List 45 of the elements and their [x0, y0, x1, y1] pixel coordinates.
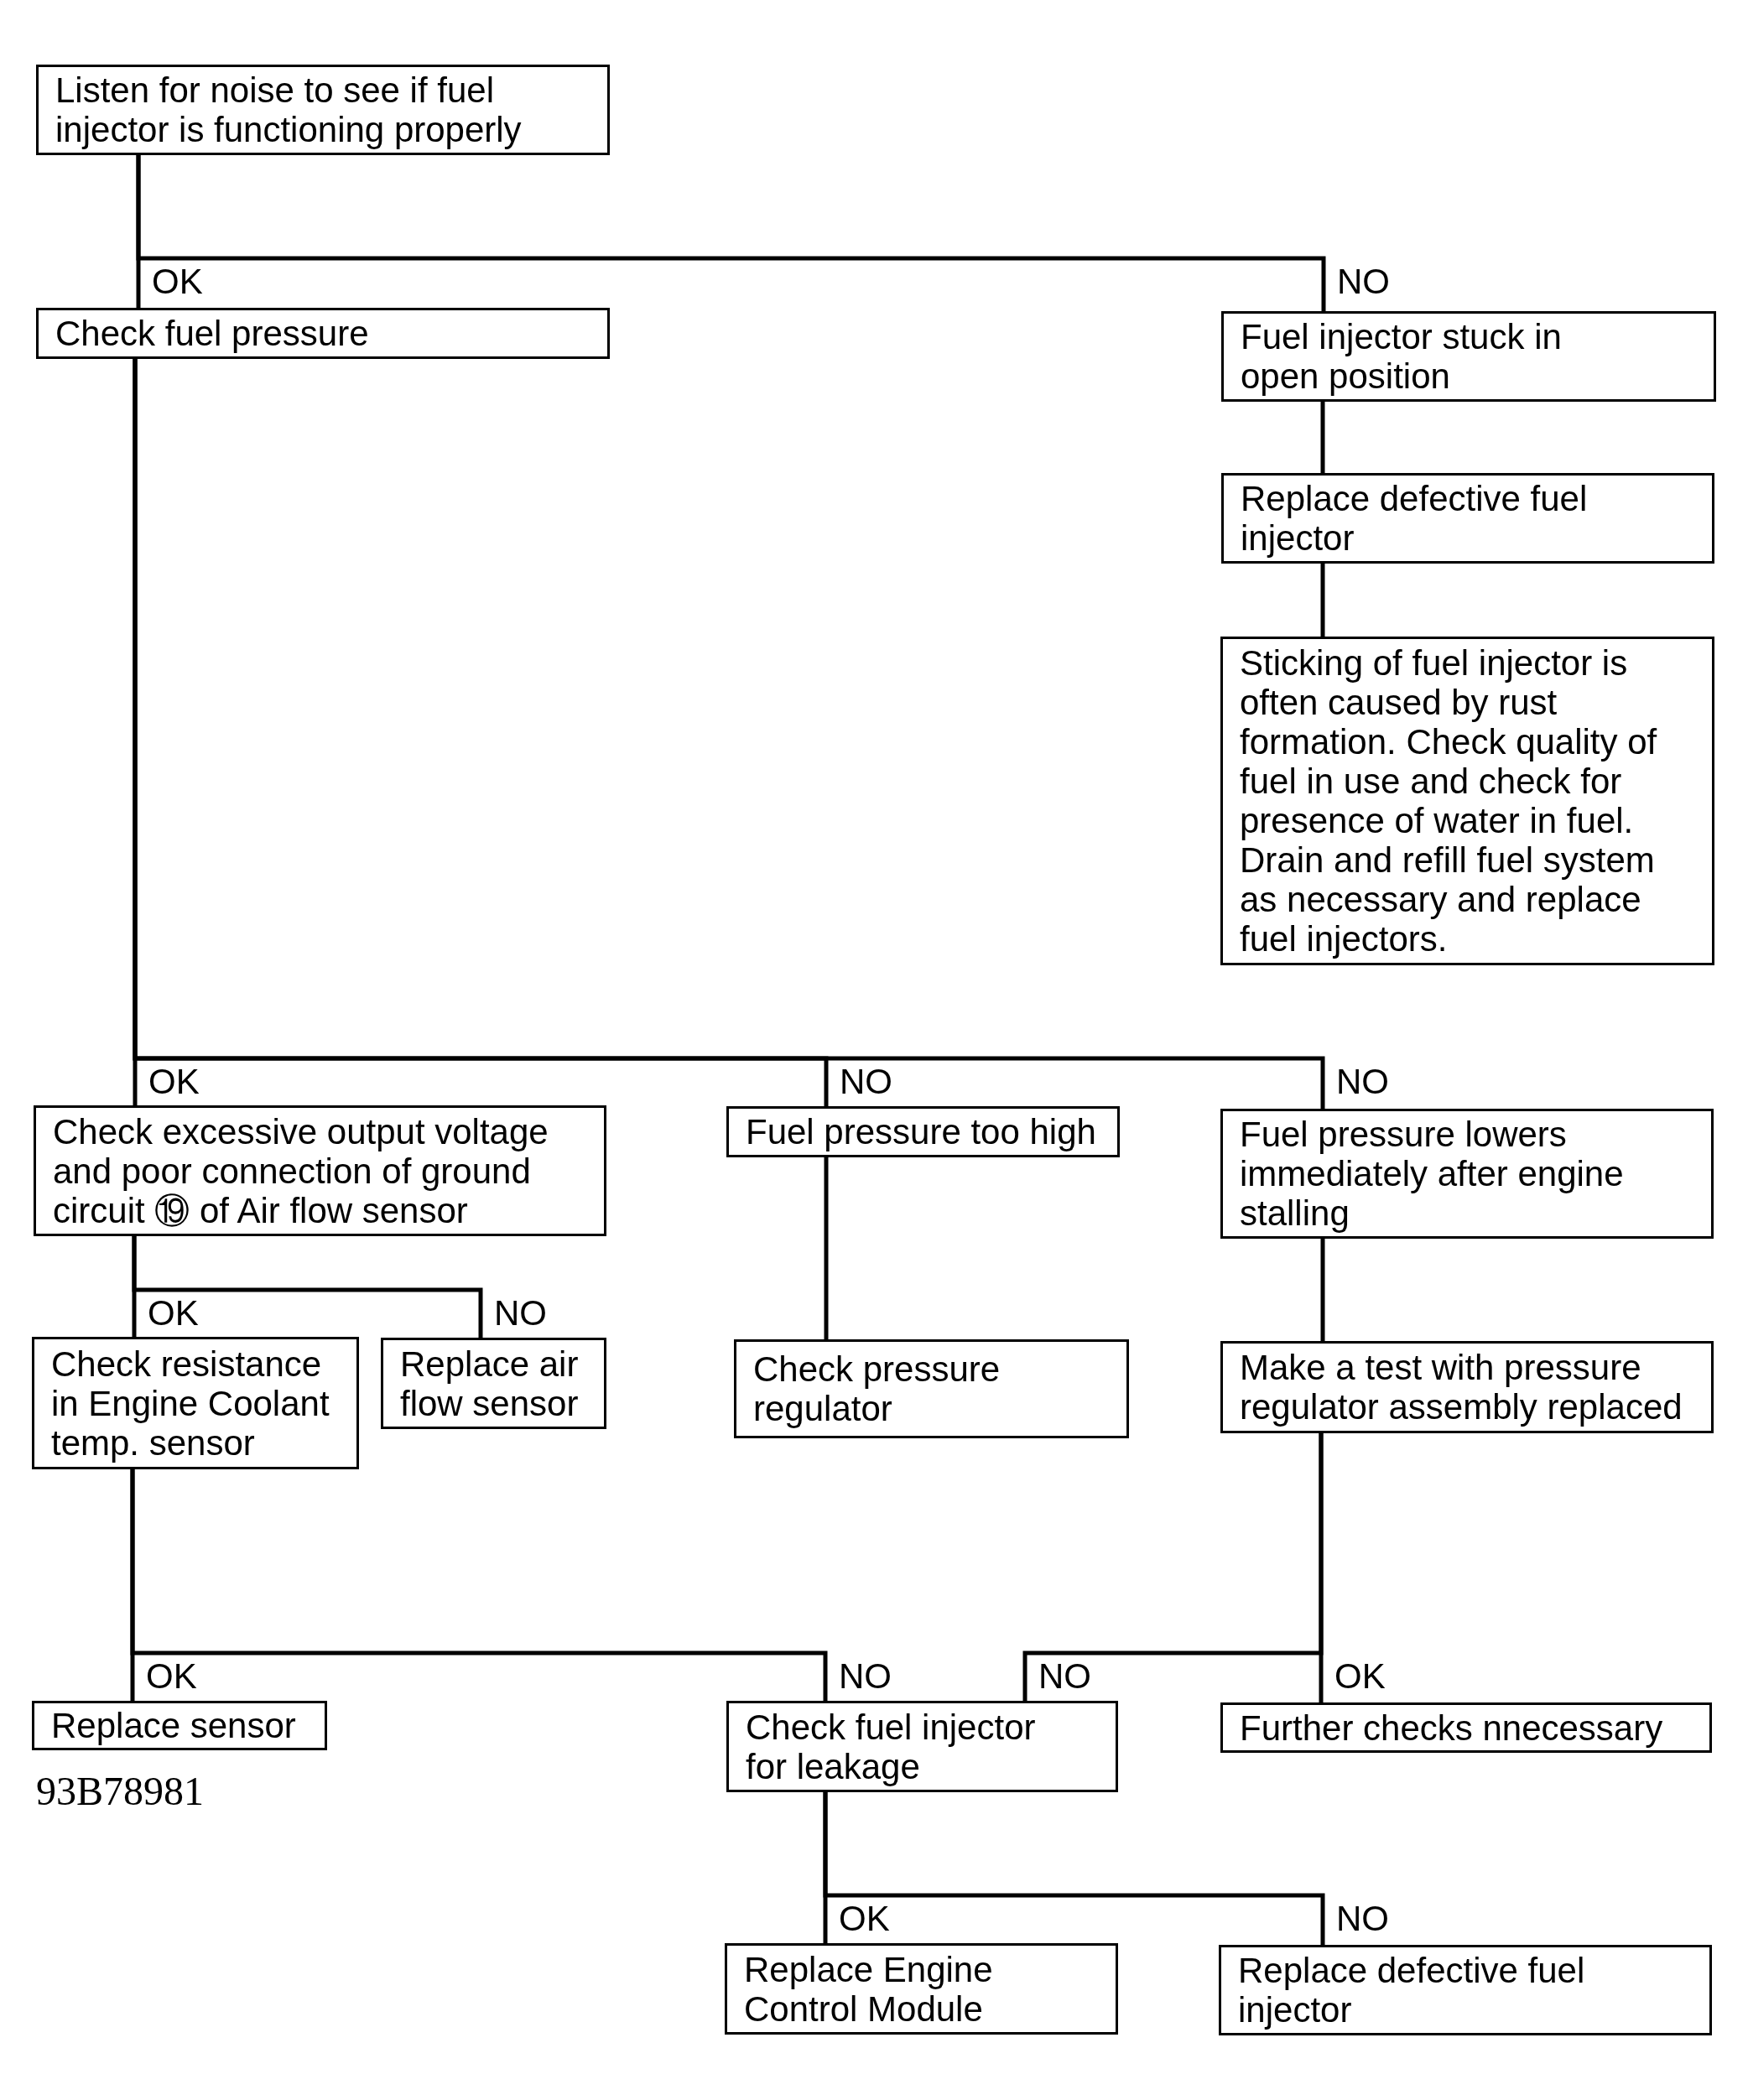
figure-code: 93B78981: [36, 1770, 204, 1813]
box-text: Replace defective fuel injector: [1241, 479, 1589, 558]
process-box: [725, 1943, 1118, 2035]
box-text: Replace Engine Control Module: [744, 1949, 994, 2029]
box-text: Check fuel pressure: [55, 314, 370, 353]
process-box: [1220, 1702, 1712, 1753]
connector-line: [1320, 564, 1325, 637]
box-text: Check resistance in Engine Coolant temp. sensor: [51, 1344, 330, 1463]
process-box: [1221, 473, 1714, 564]
connector-line: [1319, 1433, 1324, 1702]
process-box: [1220, 1109, 1714, 1239]
box-text: Check excessive output voltage and poor connection of ground circuit ⑲ of Air flow sensor: [53, 1111, 549, 1230]
connector-line: [130, 1469, 828, 1701]
box-text: Fuel pressure too high: [746, 1112, 1097, 1151]
process-box: [32, 1337, 359, 1469]
box-text: Fuel injector stuck in open position: [1241, 317, 1563, 396]
box-text: Sticking of fuel injector is often caused by rust formation. Check quality of fuel in use and check for presence of water in fuel. Drain and refill fuel system as necessary and replace fuel injectors.: [1240, 643, 1658, 959]
process-box: [36, 65, 610, 155]
box-text: Listen for noise to see if fuel injector is functioning properly: [55, 70, 523, 149]
process-box: [726, 1106, 1120, 1157]
process-box: [1220, 637, 1714, 965]
process-box: [734, 1339, 1129, 1438]
process-box: [381, 1338, 606, 1429]
box-text: Fuel pressure lowers immediately after engine stalling: [1240, 1115, 1625, 1233]
connector-line: [1320, 402, 1325, 473]
connector-line: [1320, 1239, 1325, 1341]
box-text: Make a test with pressure regulator assembly replaced: [1240, 1348, 1683, 1427]
connector-line: [133, 359, 1325, 1109]
box-text: Check pressure regulator: [753, 1349, 1001, 1428]
connector-line: [136, 155, 1326, 311]
process-box: [1220, 1341, 1714, 1433]
connector-line: [132, 1236, 483, 1338]
box-text: Replace air flow sensor: [400, 1344, 580, 1423]
box-text: Check fuel injector for leakage: [746, 1707, 1037, 1786]
connector-line: [824, 1157, 829, 1339]
box-text: Replace defective fuel injector: [1238, 1951, 1586, 2030]
box-text: Replace sensor: [51, 1706, 297, 1745]
process-box: [726, 1701, 1118, 1792]
process-box: [36, 308, 610, 359]
connector-line: [823, 1792, 1325, 1945]
process-box: [34, 1105, 606, 1236]
process-box: [1221, 311, 1716, 402]
process-box: [32, 1701, 327, 1750]
process-box: [1219, 1945, 1712, 2035]
box-text: Further checks nnecessary: [1240, 1708, 1664, 1748]
